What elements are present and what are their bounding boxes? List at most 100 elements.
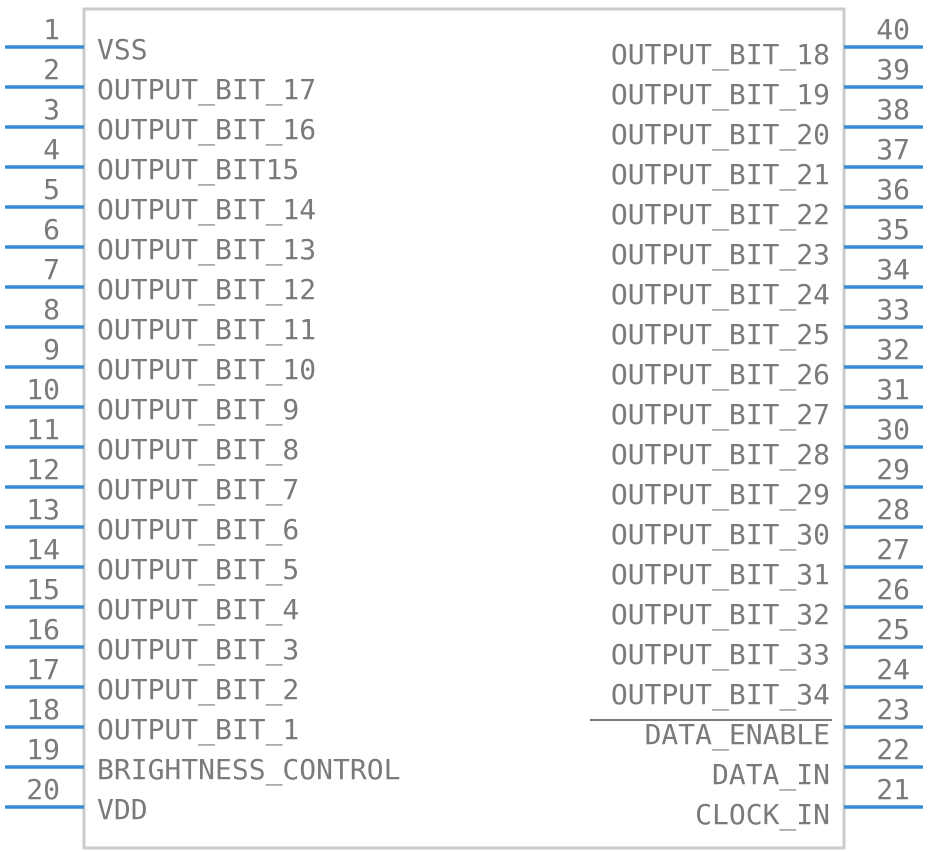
pin-number: 13 bbox=[26, 493, 60, 526]
pin-number: 5 bbox=[43, 173, 60, 206]
pin-number: 23 bbox=[876, 693, 910, 726]
pin-number: 3 bbox=[43, 93, 60, 126]
pin-label: OUTPUT_BIT_12 bbox=[97, 273, 316, 307]
pin-label: VDD bbox=[97, 793, 148, 826]
pin-label: OUTPUT_BIT_6 bbox=[97, 513, 299, 547]
pin-label: OUTPUT_BIT_28 bbox=[611, 438, 830, 472]
pin-label: OUTPUT_BIT_34 bbox=[611, 678, 830, 712]
pin-number: 39 bbox=[876, 53, 910, 86]
pin-number: 35 bbox=[876, 213, 910, 246]
pin-number: 19 bbox=[26, 733, 60, 766]
pin-label: OUTPUT_BIT_32 bbox=[611, 598, 830, 632]
pin-label: OUTPUT_BIT_14 bbox=[97, 193, 316, 227]
pin-number: 25 bbox=[876, 613, 910, 646]
pin-label: OUTPUT_BIT_3 bbox=[97, 633, 299, 667]
pin-number: 15 bbox=[26, 573, 60, 606]
pin-number: 29 bbox=[876, 453, 910, 486]
pin-number: 26 bbox=[876, 573, 910, 606]
pin-number: 36 bbox=[876, 173, 910, 206]
pin-label: VSS bbox=[97, 33, 148, 66]
pin-label: CLOCK_IN bbox=[695, 798, 830, 832]
pin-label: OUTPUT_BIT_16 bbox=[97, 113, 316, 147]
pin-label: OUTPUT_BIT_27 bbox=[611, 398, 830, 432]
pin-number: 4 bbox=[43, 133, 60, 166]
pin-number: 9 bbox=[43, 333, 60, 366]
pin-number: 21 bbox=[876, 773, 910, 806]
pin-label: OUTPUT_BIT_13 bbox=[97, 233, 316, 267]
pin-label: OUTPUT_BIT_10 bbox=[97, 353, 316, 387]
pin-label: OUTPUT_BIT_20 bbox=[611, 118, 830, 152]
pin-label: OUTPUT_BIT_17 bbox=[97, 73, 316, 107]
pin-label: OUTPUT_BIT_18 bbox=[611, 38, 830, 72]
pin-label: DATA_IN bbox=[712, 758, 830, 792]
pin-number: 10 bbox=[26, 373, 60, 406]
pin-number: 11 bbox=[26, 413, 60, 446]
pin-label: OUTPUT_BIT_11 bbox=[97, 313, 316, 347]
pin-number: 16 bbox=[26, 613, 60, 646]
pin-number: 38 bbox=[876, 93, 910, 126]
pin-number: 1 bbox=[43, 13, 60, 46]
pin-label: OUTPUT_BIT_21 bbox=[611, 158, 830, 192]
pin-number: 32 bbox=[876, 333, 910, 366]
pin-label: OUTPUT_BIT_30 bbox=[611, 518, 830, 552]
pin-number: 24 bbox=[876, 653, 910, 686]
pin-number: 33 bbox=[876, 293, 910, 326]
pin-label: OUTPUT_BIT_31 bbox=[611, 558, 830, 592]
pin-number: 6 bbox=[43, 213, 60, 246]
pin-label: OUTPUT_BIT_22 bbox=[611, 198, 830, 232]
pin-number: 37 bbox=[876, 133, 910, 166]
pin-label: OUTPUT_BIT_9 bbox=[97, 393, 299, 427]
pin-number: 22 bbox=[876, 733, 910, 766]
pin-number: 30 bbox=[876, 413, 910, 446]
pin-number: 28 bbox=[876, 493, 910, 526]
pin-number: 2 bbox=[43, 53, 60, 86]
pin-label: OUTPUT_BIT_4 bbox=[97, 593, 299, 627]
pin-number: 20 bbox=[26, 773, 60, 806]
pin-label: OUTPUT_BIT_7 bbox=[97, 473, 299, 507]
pin-label: OUTPUT_BIT_29 bbox=[611, 478, 830, 512]
pin-number: 17 bbox=[26, 653, 60, 686]
pin-label: OUTPUT_BIT_33 bbox=[611, 638, 830, 672]
pin-label: OUTPUT_BIT_23 bbox=[611, 238, 830, 272]
pin-label: OUTPUT_BIT_26 bbox=[611, 358, 830, 392]
pin-label: OUTPUT_BIT_24 bbox=[611, 278, 830, 312]
pin-number: 31 bbox=[876, 373, 910, 406]
pin-number: 34 bbox=[876, 253, 910, 286]
pin-number: 27 bbox=[876, 533, 910, 566]
pin-number: 8 bbox=[43, 293, 60, 326]
